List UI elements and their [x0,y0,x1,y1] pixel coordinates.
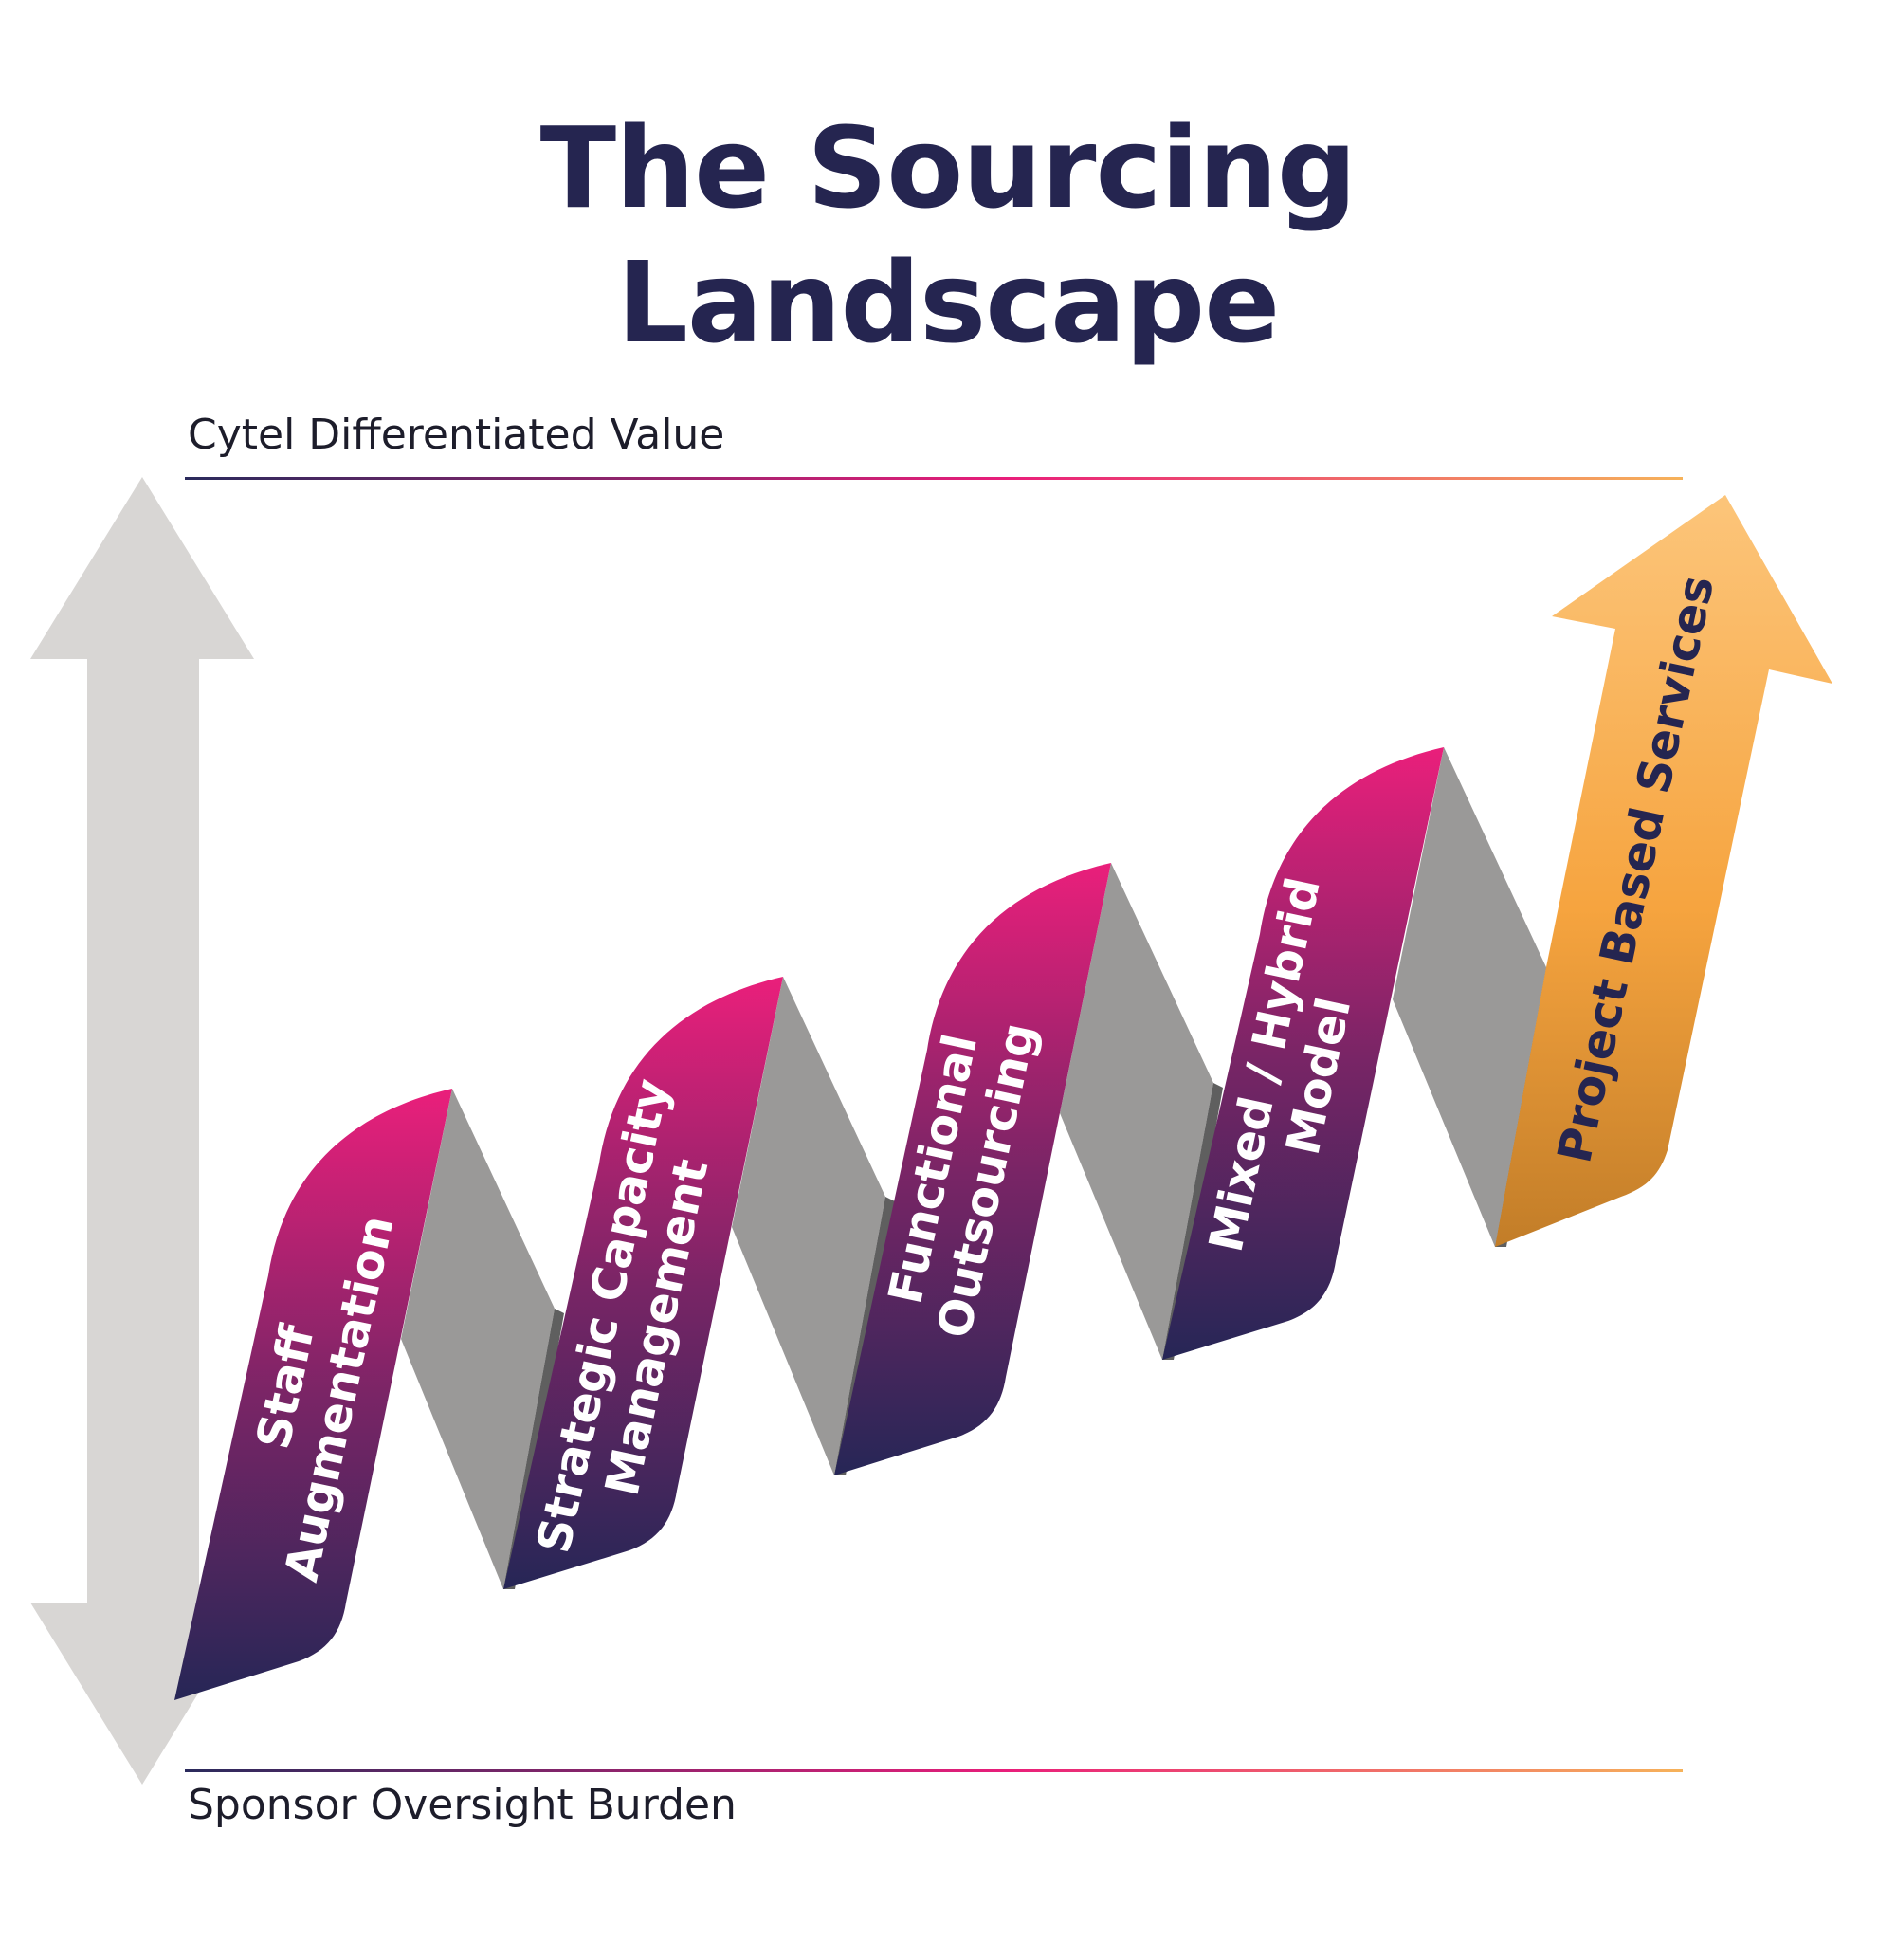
connector-2 [732,977,895,1475]
bottom-divider-line [185,1769,1683,1772]
page-title-line-1: The Sourcing [539,102,1358,233]
final-arrow-project-based-services [1495,495,1832,1247]
stage-mixed-hybrid-model [1162,747,1444,1360]
page-title-line-2: Landscape [616,237,1281,368]
top-axis-label: Cytel Differentiated Value [188,411,725,459]
double-arrow-icon [30,477,254,1785]
stage-staff-augmentation [174,1089,452,1700]
stage-strategic-capacity-management [503,977,783,1589]
top-divider-line [185,477,1683,480]
bottom-axis-label: Sponsor Oversight Burden [188,1781,737,1829]
stage-functional-outsourcing [834,863,1111,1475]
connector-3 [1060,863,1223,1360]
stage-3-label-group: Functional Outsourcing [878,1018,1047,1343]
connector-1 [401,1089,564,1589]
